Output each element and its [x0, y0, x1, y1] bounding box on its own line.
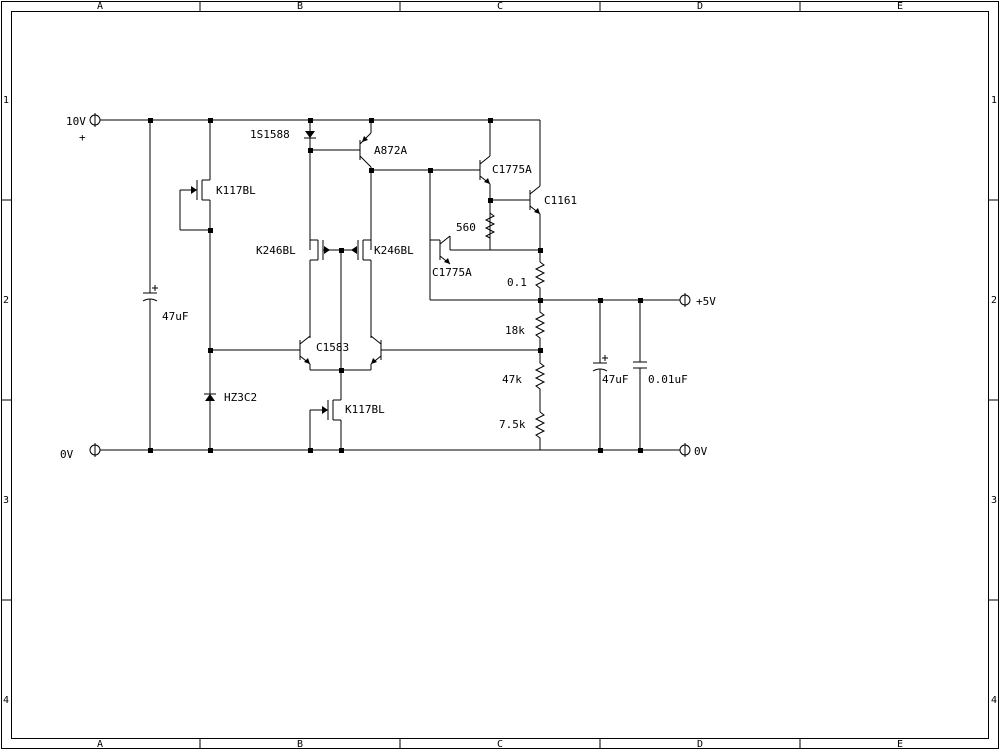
label-k117bl-top: K117BL [216, 184, 256, 197]
label-0v-in: 0V [60, 448, 74, 461]
junction-dots [148, 118, 643, 453]
label-c1775a-protect: C1775A [432, 266, 472, 279]
label-hz3c2: HZ3C2 [224, 391, 257, 404]
label-cin: 47uF [162, 310, 189, 323]
zone-col-e-bottom: E [897, 739, 903, 750]
label-plus: + [79, 131, 86, 144]
diode-1s1588: 1S1588 [250, 120, 316, 250]
resistor-0-1: 0.1 [507, 261, 546, 300]
fet-k246bl-left: K246BL [256, 239, 356, 338]
resistor-560: 560 [456, 212, 496, 239]
zone-col-c-top: C [497, 1, 503, 12]
transistor-c1583: C1583 [210, 335, 540, 371]
terminal-0v-in: 0V [60, 443, 101, 461]
fet-k117bl-top: K117BL [179, 120, 256, 350]
label-k117bl-bottom: K117BL [345, 403, 385, 416]
capacitor-output-47uf: 47uF [592, 300, 629, 450]
zone-col-a-top: A [97, 1, 103, 12]
capacitor-output-0-01uf: 0.01uF [633, 300, 688, 450]
terminal-0v-out: 0V [679, 443, 708, 458]
zone-row-1-right: 1 [991, 95, 997, 106]
zener-hz3c2: HZ3C2 [204, 350, 257, 450]
zone-row-3-left: 3 [3, 495, 9, 506]
zone-col-b-bottom: B [297, 739, 303, 750]
zone-col-c-bottom: C [497, 739, 503, 750]
label-0-1: 0.1 [507, 276, 527, 289]
zone-labels: A B C D E A B C D E 1 2 3 4 1 2 3 4 [3, 1, 997, 750]
label-1s1588: 1S1588 [250, 128, 290, 141]
zone-col-b-top: B [297, 1, 303, 12]
transistor-c1161: C1161 [490, 120, 577, 262]
zone-col-d-top: D [697, 1, 703, 12]
capacitor-input: 47uF [142, 120, 189, 450]
label-7-5k: 7.5k [499, 418, 526, 431]
label-plus5v: +5V [696, 295, 716, 308]
label-0v-out: 0V [694, 445, 708, 458]
label-cout2: 0.01uF [648, 373, 688, 386]
label-10v: 10V [66, 115, 86, 128]
zone-row-4-right: 4 [991, 695, 997, 706]
terminal-10v: 10V + [66, 113, 101, 144]
label-47k: 47k [502, 373, 522, 386]
transistor-c1775a-protect: C1775A [429, 170, 540, 300]
resistor-7-5k: 7.5k [499, 411, 546, 450]
fet-k246bl-right: K246BL [351, 239, 414, 338]
label-cout1: 47uF [602, 373, 629, 386]
label-c1583: C1583 [316, 341, 349, 354]
label-k246bl-right: K246BL [374, 244, 414, 257]
label-c1161: C1161 [544, 194, 577, 207]
transistor-a872a: A872A [310, 120, 407, 250]
zone-row-2-left: 2 [3, 295, 9, 306]
label-k246bl-left: K246BL [256, 244, 296, 257]
label-a872a: A872A [374, 144, 407, 157]
label-c1775a-driver: C1775A [492, 163, 532, 176]
label-18k: 18k [505, 324, 525, 337]
terminal-plus5v: +5V [679, 293, 716, 308]
zone-row-2-right: 2 [991, 295, 997, 306]
zone-col-e-top: E [897, 1, 903, 12]
resistor-47k: 47k [502, 350, 546, 412]
label-560: 560 [456, 221, 476, 234]
rails [100, 119, 680, 451]
fet-k117bl-bottom: K117BL [309, 370, 385, 450]
zone-col-a-bottom: A [97, 739, 103, 750]
zone-row-3-right: 3 [991, 495, 997, 506]
zone-row-4-left: 4 [3, 695, 9, 706]
zone-row-1-left: 1 [3, 95, 9, 106]
resistor-18k: 18k [505, 300, 546, 350]
zone-col-d-bottom: D [697, 739, 703, 750]
transistor-c1775a-driver: C1775A [371, 120, 532, 250]
